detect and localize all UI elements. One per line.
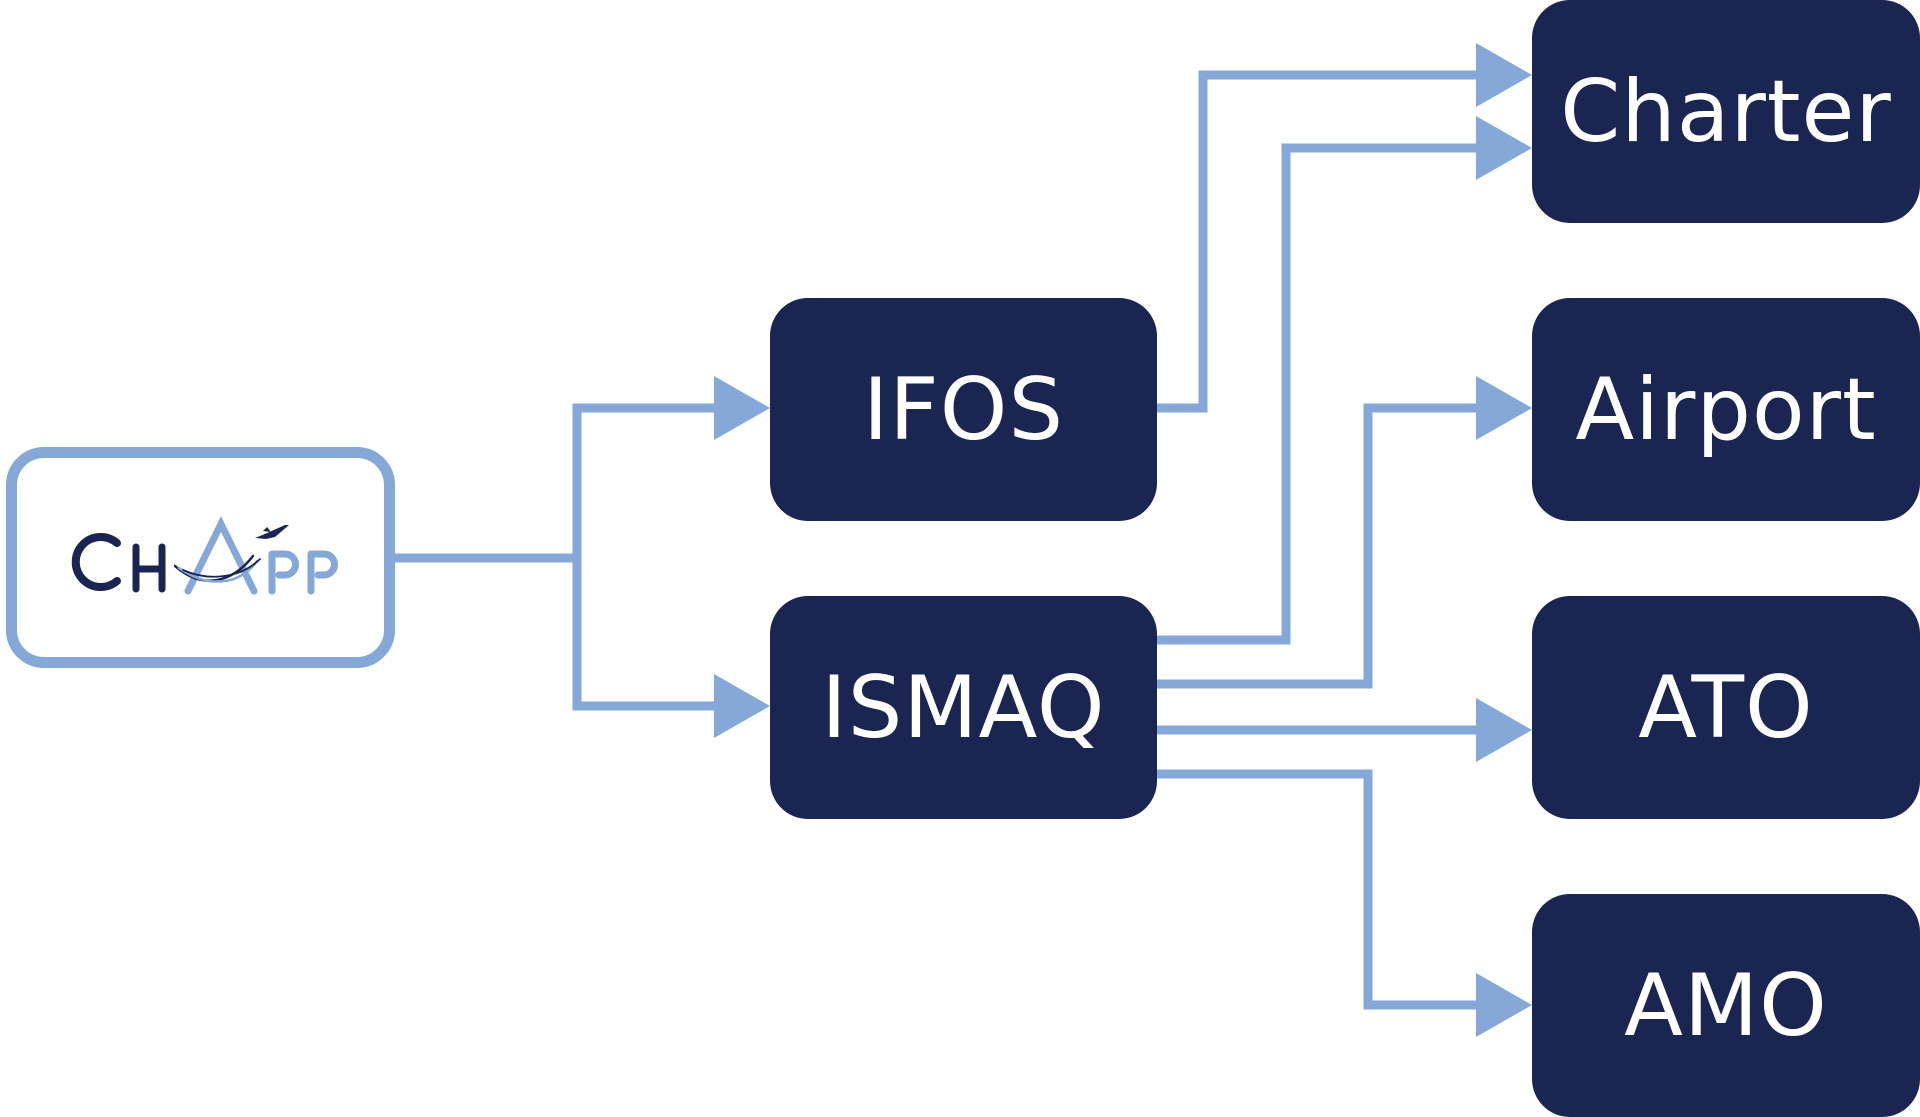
arrowhead-ifos [714,376,770,440]
node-ifos-label: IFOS [862,359,1065,460]
logo-letter-p2 [307,550,338,595]
arrowhead-ato [1476,698,1532,762]
node-airport-label: Airport [1575,359,1877,460]
node-charter: Charter [1532,0,1920,223]
node-ato-label: ATO [1638,657,1814,758]
logo-swoosh [173,554,261,583]
connector-ifos-to-charter [1157,70,1478,413]
connector-ismaq-to-airport [1157,403,1478,689]
connector-chapp-to-ifos [572,403,716,558]
airplane-icon [255,525,289,539]
arrowhead-amo [1476,973,1532,1037]
node-amo-label: AMO [1624,955,1828,1056]
chapp-logo-node [6,447,395,668]
arrowhead-charter-upper [1476,43,1532,107]
connector-ismaq-to-charter [1157,143,1478,645]
node-airport: Airport [1532,298,1920,521]
arrowhead-airport [1476,376,1532,440]
node-ifos: IFOS [770,298,1157,521]
logo-letter-h [132,543,166,593]
node-ismaq-label: ISMAQ [821,657,1106,758]
logo-letter-p1 [268,550,299,595]
node-charter-label: Charter [1560,61,1892,162]
node-ato: ATO [1532,596,1920,819]
node-amo: AMO [1532,894,1920,1117]
logo-letter-c [71,533,121,591]
node-ismaq: ISMAQ [770,596,1157,819]
chapp-logo [71,516,338,595]
logo-letter-a [184,516,258,595]
connector-ismaq-to-amo [1157,769,1478,1010]
arrowhead-ismaq [714,674,770,738]
connector-chapp-to-ismaq [572,558,716,711]
arrowhead-charter-lower [1476,116,1532,180]
